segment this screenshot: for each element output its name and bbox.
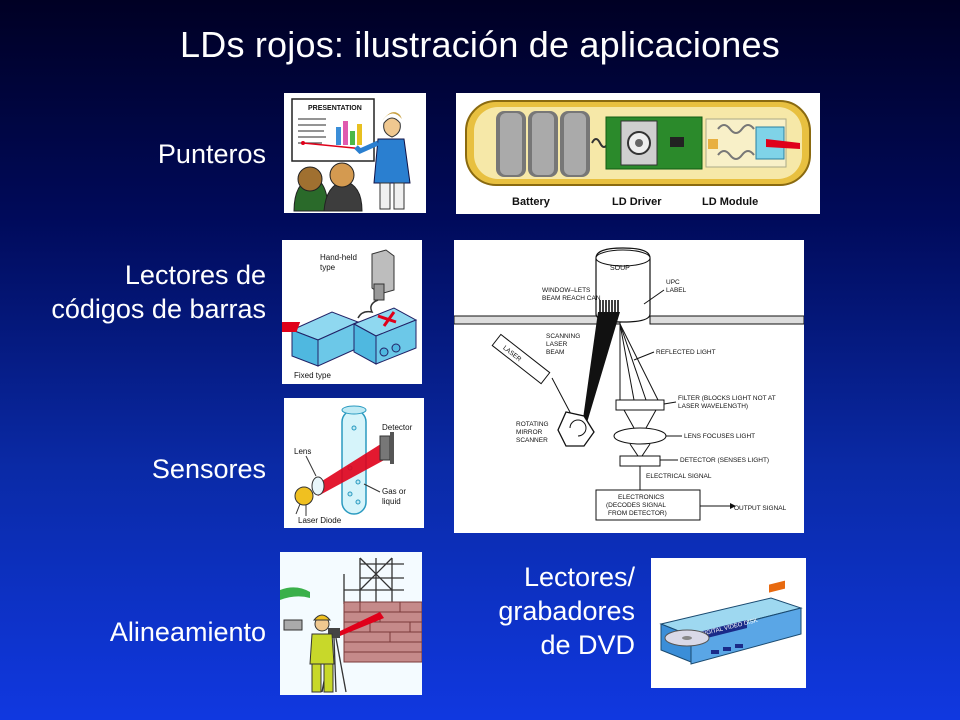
rotating-text-1: ROTATING [516, 421, 549, 428]
label-punteros: Punteros [157, 139, 266, 169]
handheld-label-1: Hand-held [320, 253, 357, 262]
electrical-text: ELECTRICAL SIGNAL [646, 473, 712, 480]
rotating-text-3: SCANNER [516, 437, 548, 444]
label-alineamiento: Alineamiento [109, 617, 266, 647]
label-dvd-line1: Lectores/ [523, 562, 635, 592]
laser-pointer-module-image: Battery LD Driver LD Module [456, 93, 820, 214]
lens-label: Lens [294, 447, 311, 456]
alignment-image [280, 552, 422, 695]
label-lectores-line2: códigos de barras [51, 294, 266, 324]
label-dvd-line3: de DVD [540, 630, 635, 660]
scanning-text-1: SCANNING [546, 333, 580, 340]
label-lectores-line1: Lectores de [124, 260, 266, 290]
filter-text-1: FILTER (BLOCKS LIGHT NOT AT [678, 395, 776, 402]
electronics-text-3: FROM DETECTOR) [608, 510, 667, 517]
window-text-2: BEAM REACH CAN [542, 295, 601, 302]
battery-label: Battery [512, 196, 551, 208]
label-text: LABEL [666, 287, 687, 294]
laser-diode-label: Laser Diode [298, 516, 342, 525]
rotating-text-2: MIRROR [516, 429, 543, 436]
filter-text-2: LASER WAVELENGTH) [678, 403, 748, 410]
soup-text: SOUP [610, 265, 630, 272]
label-dvd-line2: grabadores [498, 596, 635, 626]
label-lectores-dvd: Lectores/ grabadores de DVD [498, 560, 635, 662]
barcode-reader-types-image: Hand-held type Fixed type [282, 240, 422, 384]
window-text-1: WINDOW–LETS [542, 287, 591, 294]
presentation-text: PRESENTATION [308, 105, 362, 112]
handheld-label-2: type [320, 263, 336, 272]
reflected-text: REFLECTED LIGHT [656, 349, 716, 356]
presentation-image: PRESENTATION [284, 93, 426, 213]
gas-label-2: liquid [382, 497, 401, 506]
barcode-scanner-diagram: SOUP UPC LABEL WINDOW–LETS BEAM REACH CA… [454, 240, 804, 533]
electronics-text-1: ELECTRONICS [618, 494, 665, 501]
gas-label-1: Gas or [382, 487, 406, 496]
fixed-type-label: Fixed type [294, 371, 331, 380]
scanning-text-3: BEAM [546, 349, 564, 356]
ld-driver-label: LD Driver [612, 196, 662, 208]
upc-text: UPC [666, 279, 680, 286]
detector-text: DETECTOR (SENSES LIGHT) [680, 457, 769, 464]
sensor-image: Detector Lens Gas or liquid Laser Diode [284, 398, 424, 528]
output-text: OUTPUT SIGNAL [734, 505, 787, 512]
lens-text: LENS FOCUSES LIGHT [684, 433, 755, 440]
scanning-text-2: LASER [546, 341, 568, 348]
dvd-player-image: DIGITAL VIDEO DISK [651, 558, 806, 688]
label-lectores-codigos: Lectores de códigos de barras [51, 258, 266, 326]
electronics-text-2: (DECODES SIGNAL [606, 502, 666, 509]
slide-title: LDs rojos: ilustración de aplicaciones [180, 24, 780, 65]
detector-label: Detector [382, 423, 413, 432]
ld-module-label: LD Module [702, 196, 758, 208]
label-sensores: Sensores [151, 454, 266, 484]
